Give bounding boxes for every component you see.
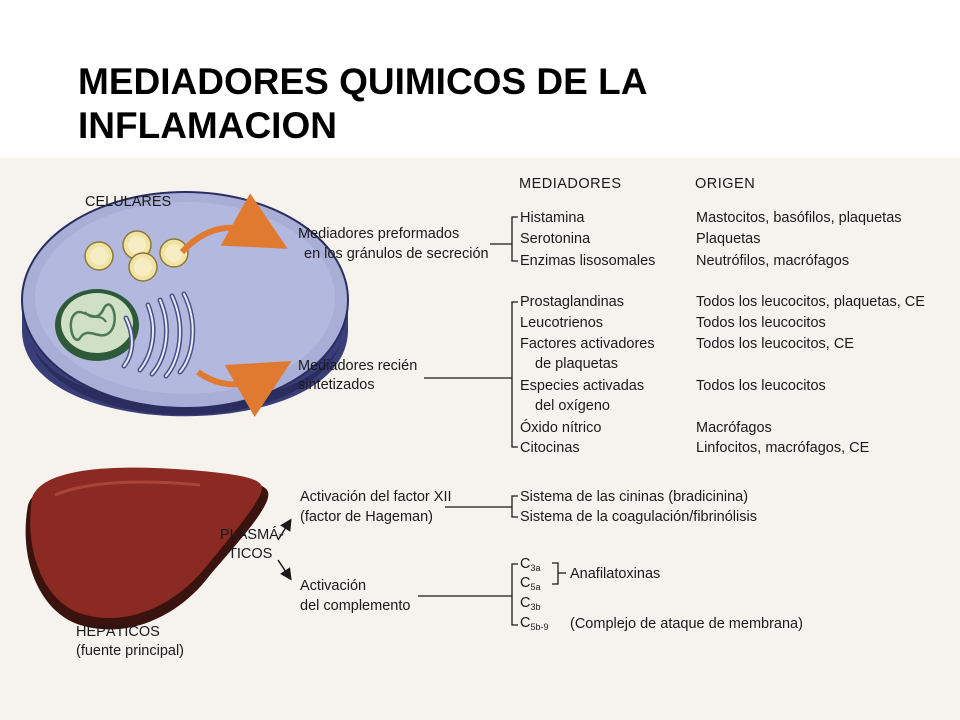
label-hepatic-line2: (fuente principal)	[76, 643, 184, 659]
mediator-prostaglandins: Prostaglandinas	[520, 294, 624, 310]
origin-ros: Todos los leucocitos	[696, 378, 826, 394]
group-complement-line1: Activación	[300, 578, 366, 594]
mediator-ros-line2: del oxígeno	[535, 398, 610, 414]
origin-nitric-oxide: Macrófagos	[696, 420, 772, 436]
system-kinins: Sistema de las cininas (bradicinina)	[520, 489, 748, 505]
mediator-nitric-oxide: Óxido nítrico	[520, 419, 601, 436]
label-plasma-line1: PLASMÁ-	[220, 526, 284, 543]
granules	[84, 230, 189, 282]
group-factor-xii-line2: (factor de Hageman)	[300, 509, 433, 525]
arrow-to-preformed	[179, 193, 288, 255]
plasma-arrow-down	[277, 559, 292, 581]
mediator-cytokines: Citocinas	[520, 440, 580, 456]
connectors	[418, 216, 566, 626]
title-line-2: INFLAMACION	[78, 105, 337, 146]
origin-serotonin: Plaquetas	[696, 231, 761, 247]
header-mediators: MEDIADORES	[519, 176, 622, 192]
label-anaphylatoxins: Anafilatoxinas	[570, 566, 660, 582]
origin-paf: Todos los leucocitos, CE	[696, 336, 854, 352]
label-hepatic-line1: HEPÁTICOS	[76, 623, 160, 640]
mediator-paf-line2: de plaquetas	[535, 356, 618, 372]
mediator-serotonin: Serotonina	[520, 231, 591, 247]
complement-c3a: C3a	[520, 556, 541, 573]
complement-c5b9: C5b-9	[520, 615, 549, 632]
mediator-paf-line1: Factores activadores	[520, 336, 655, 352]
mediator-lysosomal-enzymes: Enzimas lisosomales	[520, 253, 655, 269]
group-synthesized-line1: Mediadores recién	[298, 358, 417, 374]
group-synthesized-line2: sintetizados	[298, 377, 375, 393]
complement-c5a: C5a	[520, 575, 541, 592]
golgi-apparatus-highlight	[123, 293, 194, 377]
plasma-arrow-up	[277, 518, 292, 541]
group-preformed-line1: Mediadores preformados	[298, 226, 459, 242]
complement-c3b: C3b	[520, 595, 541, 612]
mediator-leukotrienes: Leucotrienos	[520, 315, 603, 331]
group-preformed-line2: en los gránulos de secreción	[304, 246, 489, 262]
title-line-1: MEDIADORES QUIMICOS DE LA	[78, 61, 648, 102]
group-factor-xii-line1: Activación del factor XII	[300, 489, 452, 505]
nucleus	[55, 289, 139, 361]
origin-prostaglandins: Todos los leucocitos, plaquetas, CE	[696, 294, 925, 310]
group-complement-line2: del complemento	[300, 598, 410, 614]
label-membrane-attack-complex: (Complejo de ataque de membrana)	[570, 616, 803, 632]
system-coagulation: Sistema de la coagulación/fibrinólisis	[520, 509, 757, 525]
label-cellular: CELULARES	[85, 194, 171, 210]
slide-title: MEDIADORES QUIMICOS DE LA INFLAMACION	[78, 60, 838, 148]
mediator-histamine: Histamina	[520, 210, 585, 226]
label-plasma-line2: TICOS	[228, 546, 272, 562]
liver-illustration	[25, 467, 269, 630]
origin-cytokines: Linfocitos, macrófagos, CE	[696, 440, 870, 456]
origin-leukotrienes: Todos los leucocitos	[696, 315, 826, 331]
header-origin: ORIGEN	[695, 176, 755, 192]
origin-lysosomal-enzymes: Neutrófilos, macrófagos	[696, 253, 849, 269]
mediator-ros-line1: Especies activadas	[520, 378, 644, 394]
arrow-to-synthesized	[196, 361, 292, 417]
origin-histamine: Mastocitos, basófilos, plaquetas	[696, 210, 902, 226]
